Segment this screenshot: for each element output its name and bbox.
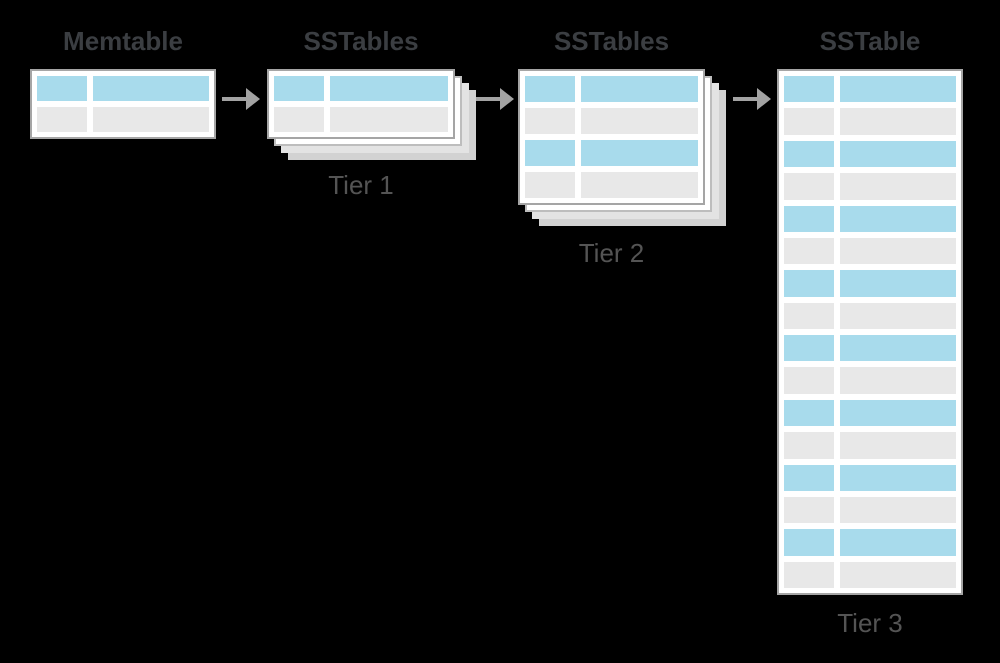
flow-arrow-icon <box>476 88 514 110</box>
arrow-head <box>757 88 771 110</box>
table-cell-gray <box>839 496 956 524</box>
table-cell-gray <box>839 432 956 459</box>
table-cell-blue <box>37 76 87 101</box>
table-row <box>525 108 698 134</box>
table-cell-gray <box>784 432 834 459</box>
table-row <box>784 399 956 427</box>
table-cell-gray <box>839 108 956 135</box>
table-row <box>784 76 956 103</box>
table-cell-blue <box>784 270 834 297</box>
table-row <box>784 270 956 297</box>
tier2-sstable-table <box>518 69 705 205</box>
table-row <box>784 496 956 524</box>
memtable-table <box>30 69 216 139</box>
flow-arrow-icon <box>733 88 771 110</box>
table-cell-blue <box>784 140 834 168</box>
table-cell-blue <box>784 205 834 232</box>
table-row <box>784 561 956 588</box>
table-row <box>784 108 956 135</box>
table-cell-gray <box>274 107 325 132</box>
table-cell-blue <box>839 270 956 297</box>
table-cell-gray <box>330 107 448 132</box>
table-row <box>784 302 956 329</box>
tier1-sstable-table <box>267 69 455 139</box>
table-row <box>525 76 698 102</box>
table-cell-blue <box>581 140 698 166</box>
table-row <box>274 107 448 132</box>
flow-arrow-icon <box>222 88 260 110</box>
table-cell-blue <box>839 464 956 491</box>
table-row <box>784 432 956 459</box>
table-row <box>525 172 698 198</box>
table-cell-gray <box>839 561 956 588</box>
table-row <box>784 140 956 168</box>
table-row <box>784 237 956 265</box>
table-cell-blue <box>92 76 209 101</box>
table-cell-blue <box>784 76 834 103</box>
arrow-head <box>246 88 260 110</box>
table-cell-blue <box>839 529 956 556</box>
table-cell-blue <box>784 529 834 556</box>
table-cell-blue <box>784 335 834 362</box>
table-cell-gray <box>784 367 834 394</box>
arrow-line <box>476 97 500 101</box>
table-cell-blue <box>525 140 576 166</box>
table-cell-gray <box>839 173 956 200</box>
table-row <box>784 464 956 491</box>
table-cell-blue <box>839 140 956 168</box>
table-cell-blue <box>839 76 956 103</box>
arrow-line <box>222 97 246 101</box>
tier2-title: SSTables <box>553 26 670 56</box>
table-cell-gray <box>784 173 834 200</box>
table-row <box>274 76 448 101</box>
arrow-head <box>500 88 514 110</box>
memtable-title: Memtable <box>63 26 183 56</box>
table-cell-blue <box>330 76 448 101</box>
table-cell-gray <box>839 367 956 394</box>
table-cell-gray <box>784 237 834 265</box>
table-cell-blue <box>839 335 956 362</box>
table-cell-gray <box>581 172 698 198</box>
table-cell-blue <box>839 399 956 427</box>
table-row <box>37 107 209 132</box>
table-cell-gray <box>839 302 956 329</box>
table-cell-gray <box>525 172 576 198</box>
table-cell-gray <box>581 108 698 134</box>
table-cell-gray <box>784 561 834 588</box>
table-row <box>784 205 956 232</box>
tier3-title: SSTable <box>819 26 921 56</box>
table-cell-gray <box>839 237 956 265</box>
tier3-label: Tier 3 <box>837 608 903 638</box>
table-row <box>784 529 956 556</box>
table-cell-gray <box>784 108 834 135</box>
table-row <box>37 76 209 101</box>
table-cell-blue <box>525 76 576 102</box>
tier1-title: SSTables <box>303 26 419 56</box>
table-cell-gray <box>784 302 834 329</box>
table-cell-blue <box>839 205 956 232</box>
table-row <box>525 140 698 166</box>
table-row <box>784 173 956 200</box>
table-cell-gray <box>525 108 576 134</box>
table-row <box>784 335 956 362</box>
table-cell-gray <box>784 496 834 524</box>
tier3-sstable-table <box>777 69 963 595</box>
arrow-line <box>733 97 757 101</box>
table-cell-blue <box>274 76 325 101</box>
table-cell-gray <box>92 107 209 132</box>
table-row <box>784 367 956 394</box>
table-cell-gray <box>37 107 87 132</box>
tier2-label: Tier 2 <box>578 238 645 268</box>
tier1-label: Tier 1 <box>328 170 394 200</box>
table-cell-blue <box>581 76 698 102</box>
table-cell-blue <box>784 399 834 427</box>
table-cell-blue <box>784 464 834 491</box>
